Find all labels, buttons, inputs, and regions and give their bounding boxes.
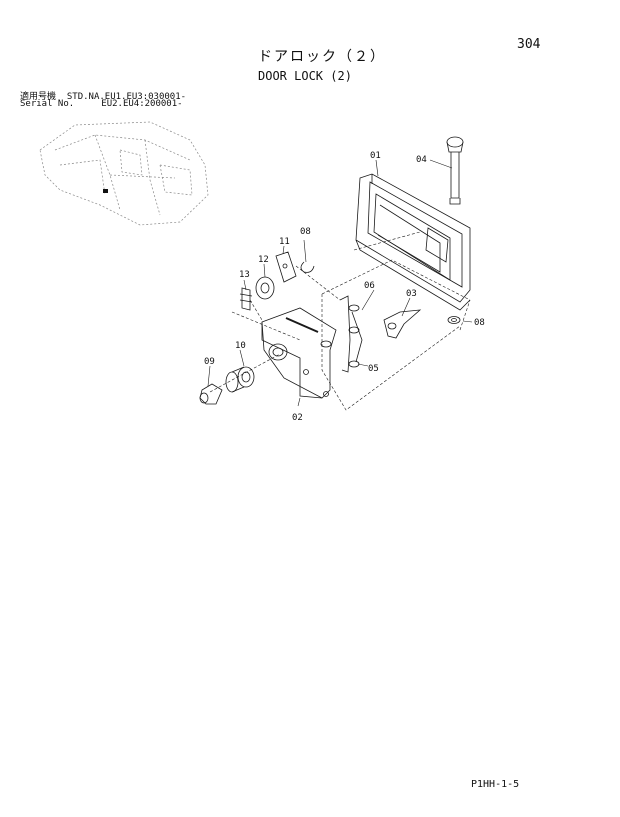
label-03: 03 bbox=[406, 289, 417, 299]
label-04: 04 bbox=[416, 155, 427, 165]
serial-row-1: 適用号機 STD.NA.EU1.EU3:030001- bbox=[20, 89, 186, 102]
label-13: 13 bbox=[239, 270, 250, 280]
label-08-top: 08 bbox=[300, 227, 311, 237]
part-08-washer-right bbox=[447, 316, 461, 324]
label-06: 06 bbox=[364, 281, 375, 291]
part-09-cylinder bbox=[199, 383, 223, 405]
machine-thumbnail bbox=[39, 121, 209, 226]
assembly-lines bbox=[209, 231, 471, 411]
page-number: 304 bbox=[517, 37, 541, 52]
location-marker bbox=[103, 189, 108, 193]
label-02: 02 bbox=[292, 413, 303, 423]
part-02-latch-body bbox=[261, 307, 337, 399]
label-05: 05 bbox=[368, 364, 379, 374]
part-linkage-group bbox=[339, 295, 422, 373]
label-12: 12 bbox=[258, 255, 269, 265]
serial-line-2: EU2.EU4:200001- bbox=[101, 99, 183, 109]
serial-label-en: Serial No. bbox=[20, 99, 75, 109]
serial-line-1: STD.NA.EU1.EU3:030001- bbox=[66, 92, 187, 102]
part-13-clip bbox=[239, 287, 253, 311]
label-10: 10 bbox=[235, 341, 246, 351]
serial-label-jp: 適用号機 bbox=[20, 92, 57, 102]
label-11: 11 bbox=[279, 237, 290, 247]
part-01-housing bbox=[355, 173, 471, 311]
leader-lines bbox=[207, 159, 473, 407]
serial-row-2: Serial No. EU2.EU4:200001- bbox=[20, 99, 183, 109]
part-08-clip-top bbox=[300, 261, 315, 273]
footer-code: P1HH-1-5 bbox=[471, 779, 520, 790]
part-04-pin bbox=[446, 136, 464, 205]
title-japanese: ドアロック（２） bbox=[258, 49, 386, 65]
part-labels: 01 02 03 04 05 06 08 08 09 10 11 12 13 bbox=[204, 151, 485, 423]
title-english: DOOR LOCK (2) bbox=[258, 69, 352, 83]
label-08-right: 08 bbox=[474, 318, 485, 328]
part-12-washer bbox=[255, 276, 275, 300]
label-09: 09 bbox=[204, 357, 215, 367]
part-10-nut bbox=[225, 366, 255, 393]
label-01: 01 bbox=[370, 151, 381, 161]
part-11-plate bbox=[275, 251, 297, 283]
